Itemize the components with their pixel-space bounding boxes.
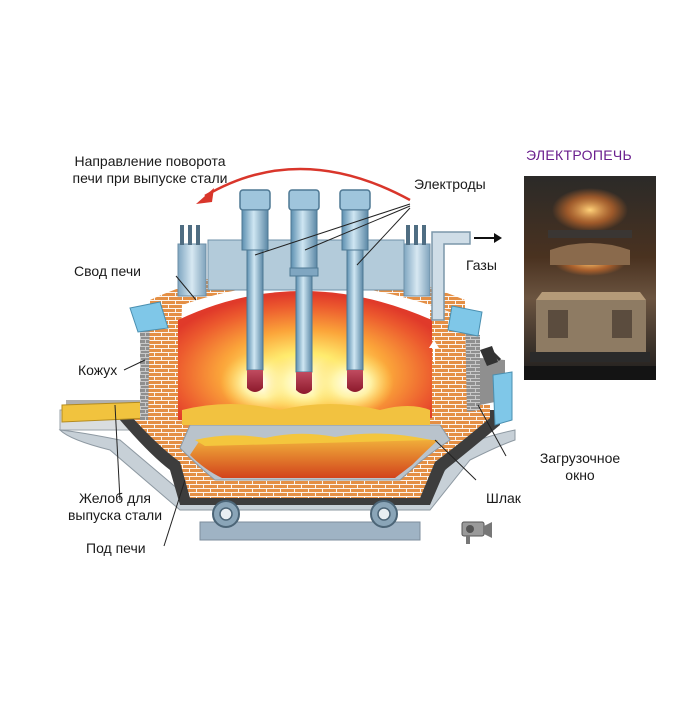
label-rotation-line1: Направление поворота xyxy=(74,153,226,169)
label-hearth: Под печи xyxy=(86,540,146,556)
tap-spout xyxy=(61,401,151,423)
photo-title: ЭЛЕКТРОПЕЧЬ xyxy=(526,147,632,163)
label-gases: Газы xyxy=(466,257,497,273)
label-tap-line2: выпуска стали xyxy=(67,507,163,523)
label-roof: Свод печи xyxy=(74,263,141,279)
electrode-left xyxy=(239,189,271,392)
label-charging-line1: Загрузочное xyxy=(539,450,621,466)
label-tap-line1: Желоб для xyxy=(78,490,152,506)
wheel-left xyxy=(212,500,240,528)
label-charging-window: Загрузочное окно xyxy=(530,450,630,484)
camera-icon xyxy=(461,521,492,544)
label-rotation-line2: печи при выпуске стали xyxy=(72,170,228,186)
label-charging-line2: окно xyxy=(565,467,595,483)
furnace-hearth xyxy=(120,405,500,505)
electrode-right xyxy=(339,189,371,392)
curved-arrow-icon xyxy=(196,167,411,204)
furnace-photo xyxy=(524,176,656,380)
gas-arrow-icon xyxy=(474,233,502,243)
label-slag: Шлак xyxy=(486,490,521,506)
furnace-walls xyxy=(148,305,467,425)
gas-pipe xyxy=(431,231,471,321)
label-rotation-direction: Направление поворота печи при выпуске ст… xyxy=(56,153,244,187)
wheel-right xyxy=(370,500,398,528)
label-tap-spout: Желоб для выпуска стали xyxy=(62,490,168,524)
label-shell: Кожух xyxy=(78,362,118,378)
up-arrow-icon xyxy=(429,340,439,362)
charging-door-arm xyxy=(480,346,502,366)
leader-lines xyxy=(114,203,507,547)
electrode-center xyxy=(288,189,320,394)
label-electrodes: Электроды xyxy=(414,176,486,192)
